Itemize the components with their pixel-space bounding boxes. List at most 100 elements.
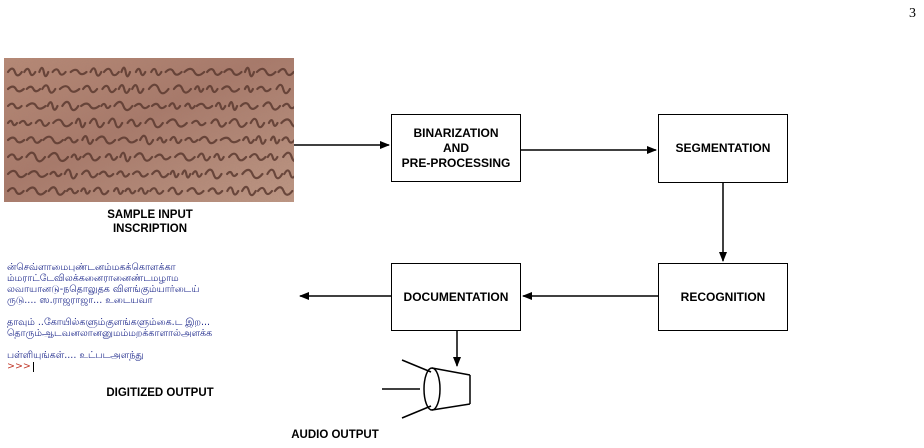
audio-caption: AUDIO OUTPUT [291, 429, 379, 441]
carved-glyph [133, 102, 150, 110]
speaker-icon [382, 359, 471, 419]
carved-glyph [144, 117, 164, 129]
binarization-label-1: BINARIZATION [413, 125, 499, 140]
carved-glyph [207, 187, 224, 195]
carved-glyph [186, 187, 205, 195]
carved-glyph [150, 67, 163, 77]
carved-glyph [88, 117, 105, 129]
carved-glyph [25, 102, 47, 110]
carved-glyph [156, 136, 168, 144]
carved-glyph [241, 168, 264, 180]
carved-glyph [184, 102, 196, 110]
carved-glyph [282, 151, 294, 163]
carved-glyph [241, 185, 257, 197]
text-cursor [32, 361, 34, 372]
digitized-line: லவாயானடு-நதொலுதக விளங்கும்யார்டைய் [7, 284, 200, 295]
carved-glyph [139, 134, 155, 146]
carved-glyph [89, 67, 103, 77]
page-number: 3 [909, 6, 916, 21]
carved-glyph [242, 135, 255, 145]
carved-glyph [70, 153, 82, 161]
carved-glyph [283, 169, 294, 179]
carved-glyph [174, 152, 196, 162]
carved-glyph [6, 67, 23, 77]
carved-glyph [47, 186, 66, 196]
carved-glyph [119, 151, 132, 163]
carved-glyph [239, 102, 259, 110]
carved-glyph [181, 169, 192, 179]
carved-glyph [117, 84, 131, 94]
carved-glyph [165, 118, 188, 128]
carved-glyph [6, 186, 25, 196]
carved-glyph [262, 101, 282, 111]
carved-glyph [227, 101, 239, 111]
carved-glyph [131, 84, 145, 94]
digitized-line: ம்மராட்டேவிலக்கனைரானைண்டமழாம [7, 273, 179, 284]
carved-glyph [92, 186, 110, 196]
carved-glyph [169, 135, 183, 145]
carved-glyph [6, 119, 19, 127]
carved-glyph [63, 168, 78, 180]
carved-glyph [27, 170, 49, 178]
carved-glyph [249, 117, 266, 129]
carved-glyph [98, 170, 115, 178]
inscription-image [4, 58, 294, 202]
carved-glyph [131, 170, 149, 178]
carved-glyph [256, 85, 272, 93]
carved-glyph [164, 68, 183, 76]
carved-glyph [198, 135, 218, 145]
documentation-box: DOCUMENTATION [391, 263, 521, 331]
carved-glyph [205, 84, 219, 94]
carved-glyph [195, 102, 214, 110]
segmentation-label: SEGMENTATION [675, 141, 771, 155]
carved-glyph [46, 101, 59, 111]
carved-glyph [206, 68, 223, 76]
carved-glyph [172, 84, 192, 94]
digitized-caption: DIGITIZED OUTPUT [106, 387, 214, 399]
carved-glyph [137, 187, 149, 195]
carved-glyph [52, 118, 74, 128]
carved-glyph [228, 117, 248, 129]
carved-glyph [266, 168, 284, 180]
carved-glyph [23, 67, 37, 77]
carved-glyph [213, 152, 225, 162]
carved-glyph [210, 118, 228, 128]
carved-glyph [49, 170, 63, 178]
carved-glyph [116, 170, 131, 178]
carved-glyph [221, 85, 241, 93]
carved-glyph [25, 186, 48, 196]
carved-glyph [74, 117, 87, 129]
carved-glyph [151, 169, 170, 179]
recognition-box: RECOGNITION [658, 263, 788, 331]
carved-glyph [34, 118, 51, 128]
carved-glyph [168, 102, 182, 110]
carved-glyph [25, 136, 43, 144]
segmentation-box: SEGMENTATION [658, 114, 788, 183]
recognition-label: RECOGNITION [680, 289, 766, 304]
carved-glyph [113, 100, 134, 112]
carved-glyph [6, 136, 26, 144]
carved-glyph [38, 66, 50, 78]
carved-glyph [18, 119, 33, 127]
digitized-line: தாவும் ..கோயில்களும்குளங்களும்கை.ட இற... [7, 317, 211, 328]
carved-glyph [280, 118, 294, 128]
carved-glyph [101, 84, 117, 94]
carved-glyph [223, 68, 243, 76]
carved-glyph [61, 100, 80, 112]
carved-glyph [51, 68, 67, 76]
carved-glyph [107, 117, 124, 129]
carved-glyph [267, 119, 279, 127]
carved-glyph [81, 135, 95, 145]
carved-glyph [117, 136, 138, 144]
carved-glyph [102, 67, 120, 77]
carved-glyph [219, 136, 241, 144]
carved-glyph [100, 102, 112, 110]
carved-glyph [154, 153, 172, 161]
carved-glyph [25, 85, 42, 93]
carved-glyph [277, 67, 294, 77]
carved-glyph [281, 136, 294, 144]
carved-glyph [243, 85, 254, 93]
carved-glyph [275, 83, 291, 95]
carved-glyph [183, 67, 206, 77]
